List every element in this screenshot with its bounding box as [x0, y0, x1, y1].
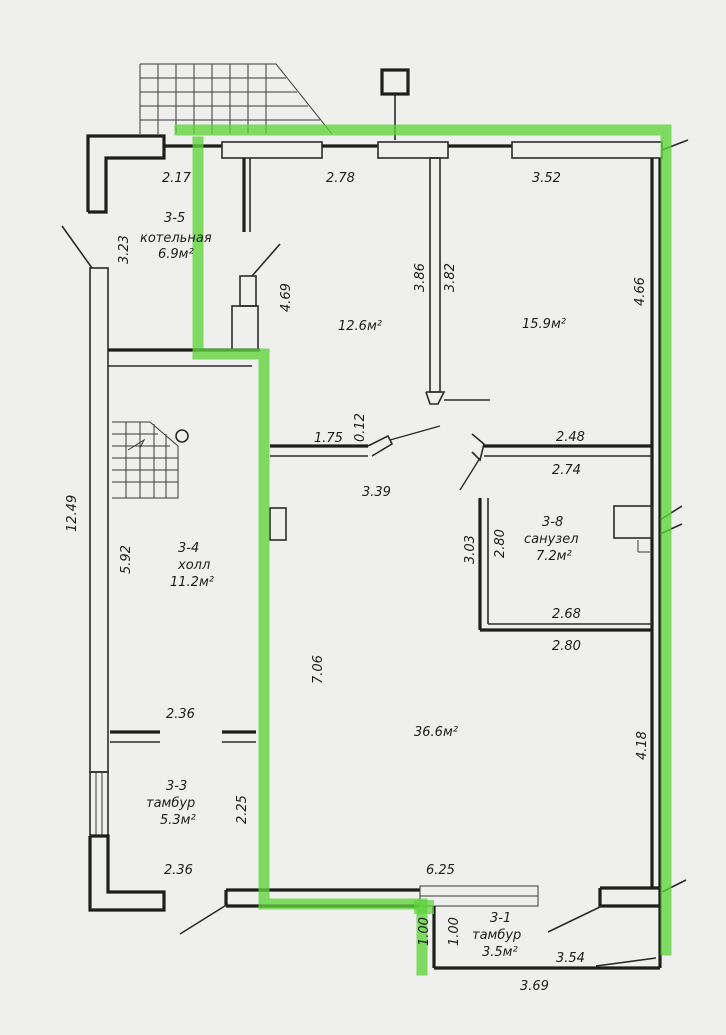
room-label-boiler: 3-5 котельная 6.9м² — [140, 211, 212, 262]
room-number: 3-3 — [166, 779, 187, 794]
room-area: 5.3м² — [160, 813, 196, 828]
room-area: 11.2м² — [170, 575, 214, 590]
dim-label: 2.36 — [166, 707, 195, 722]
room-number: 3-1 — [490, 911, 511, 926]
dim-label: 3.69 — [520, 979, 549, 994]
room-area: 7.2м² — [536, 549, 572, 564]
dim-label: 7.06 — [311, 655, 326, 684]
dim-label: 4.18 — [635, 731, 650, 760]
room-area-15-9: 15.9м² — [522, 317, 566, 332]
room-area: 6.9м² — [158, 247, 194, 262]
room-label-vestibule-1: 3-1 тамбур 3.5м² — [472, 911, 521, 960]
column-symbol — [175, 429, 189, 443]
room-area-36-6: 36.6м² — [414, 725, 458, 740]
dim-label: 3.39 — [362, 485, 391, 500]
room-name: санузел — [524, 532, 579, 547]
dim-label: 2.48 — [556, 430, 585, 445]
highlight-boundary — [174, 124, 672, 976]
dim-label: 1.00 — [447, 917, 462, 946]
exterior-stairs — [139, 63, 333, 135]
room-name: котельная — [140, 231, 212, 246]
dim-label: 2.78 — [326, 171, 355, 186]
room-number: 3-5 — [164, 211, 185, 226]
room-area: 3.5м² — [482, 945, 518, 960]
room-label-bathroom: 3-8 санузел 7.2м² — [524, 515, 579, 564]
room-label-hall: 3-4 холл 11.2м² — [170, 541, 214, 590]
dim-label: 2.25 — [235, 795, 250, 824]
interior-stairs — [112, 421, 179, 499]
dim-label: 3.54 — [556, 951, 585, 966]
dim-label: 1.75 — [314, 431, 343, 446]
dim-label: 4.69 — [279, 283, 294, 312]
room-name: тамбур — [146, 796, 195, 811]
dim-label: 3.52 — [532, 171, 561, 186]
room-name: холл — [177, 558, 210, 573]
dim-label: 2.80 — [552, 639, 581, 654]
dim-label: 4.66 — [633, 277, 648, 306]
room-number: 3-8 — [542, 515, 563, 530]
dim-label: 0.12 — [353, 413, 368, 442]
dim-label: 3.23 — [117, 235, 132, 264]
dim-label: 3.03 — [463, 535, 478, 564]
dim-label: 12.49 — [65, 495, 80, 532]
dim-label: 2.68 — [552, 607, 581, 622]
room-number: 3-4 — [178, 541, 199, 556]
dim-label: 3.86 — [413, 263, 428, 292]
dim-label: 5.92 — [119, 545, 134, 574]
dim-label: 3.82 — [443, 263, 458, 292]
dim-label: 6.25 — [426, 863, 455, 878]
room-label-vestibule-3: 3-3 тамбур 5.3м² — [146, 779, 196, 828]
outer-walls — [61, 134, 689, 970]
dim-label: 2.80 — [493, 529, 508, 558]
room-name: тамбур — [472, 928, 521, 943]
dim-label: 2.74 — [552, 463, 581, 478]
dim-label: 2.17 — [162, 171, 192, 186]
chimney — [380, 68, 410, 96]
room-area-12-6: 12.6м² — [338, 319, 382, 334]
dim-label: 1.00 — [417, 917, 432, 946]
dim-label: 2.36 — [164, 863, 193, 878]
dimension-labels: 2.17 2.78 3.52 3.23 4.69 3.86 3.82 4.66 … — [65, 171, 650, 994]
